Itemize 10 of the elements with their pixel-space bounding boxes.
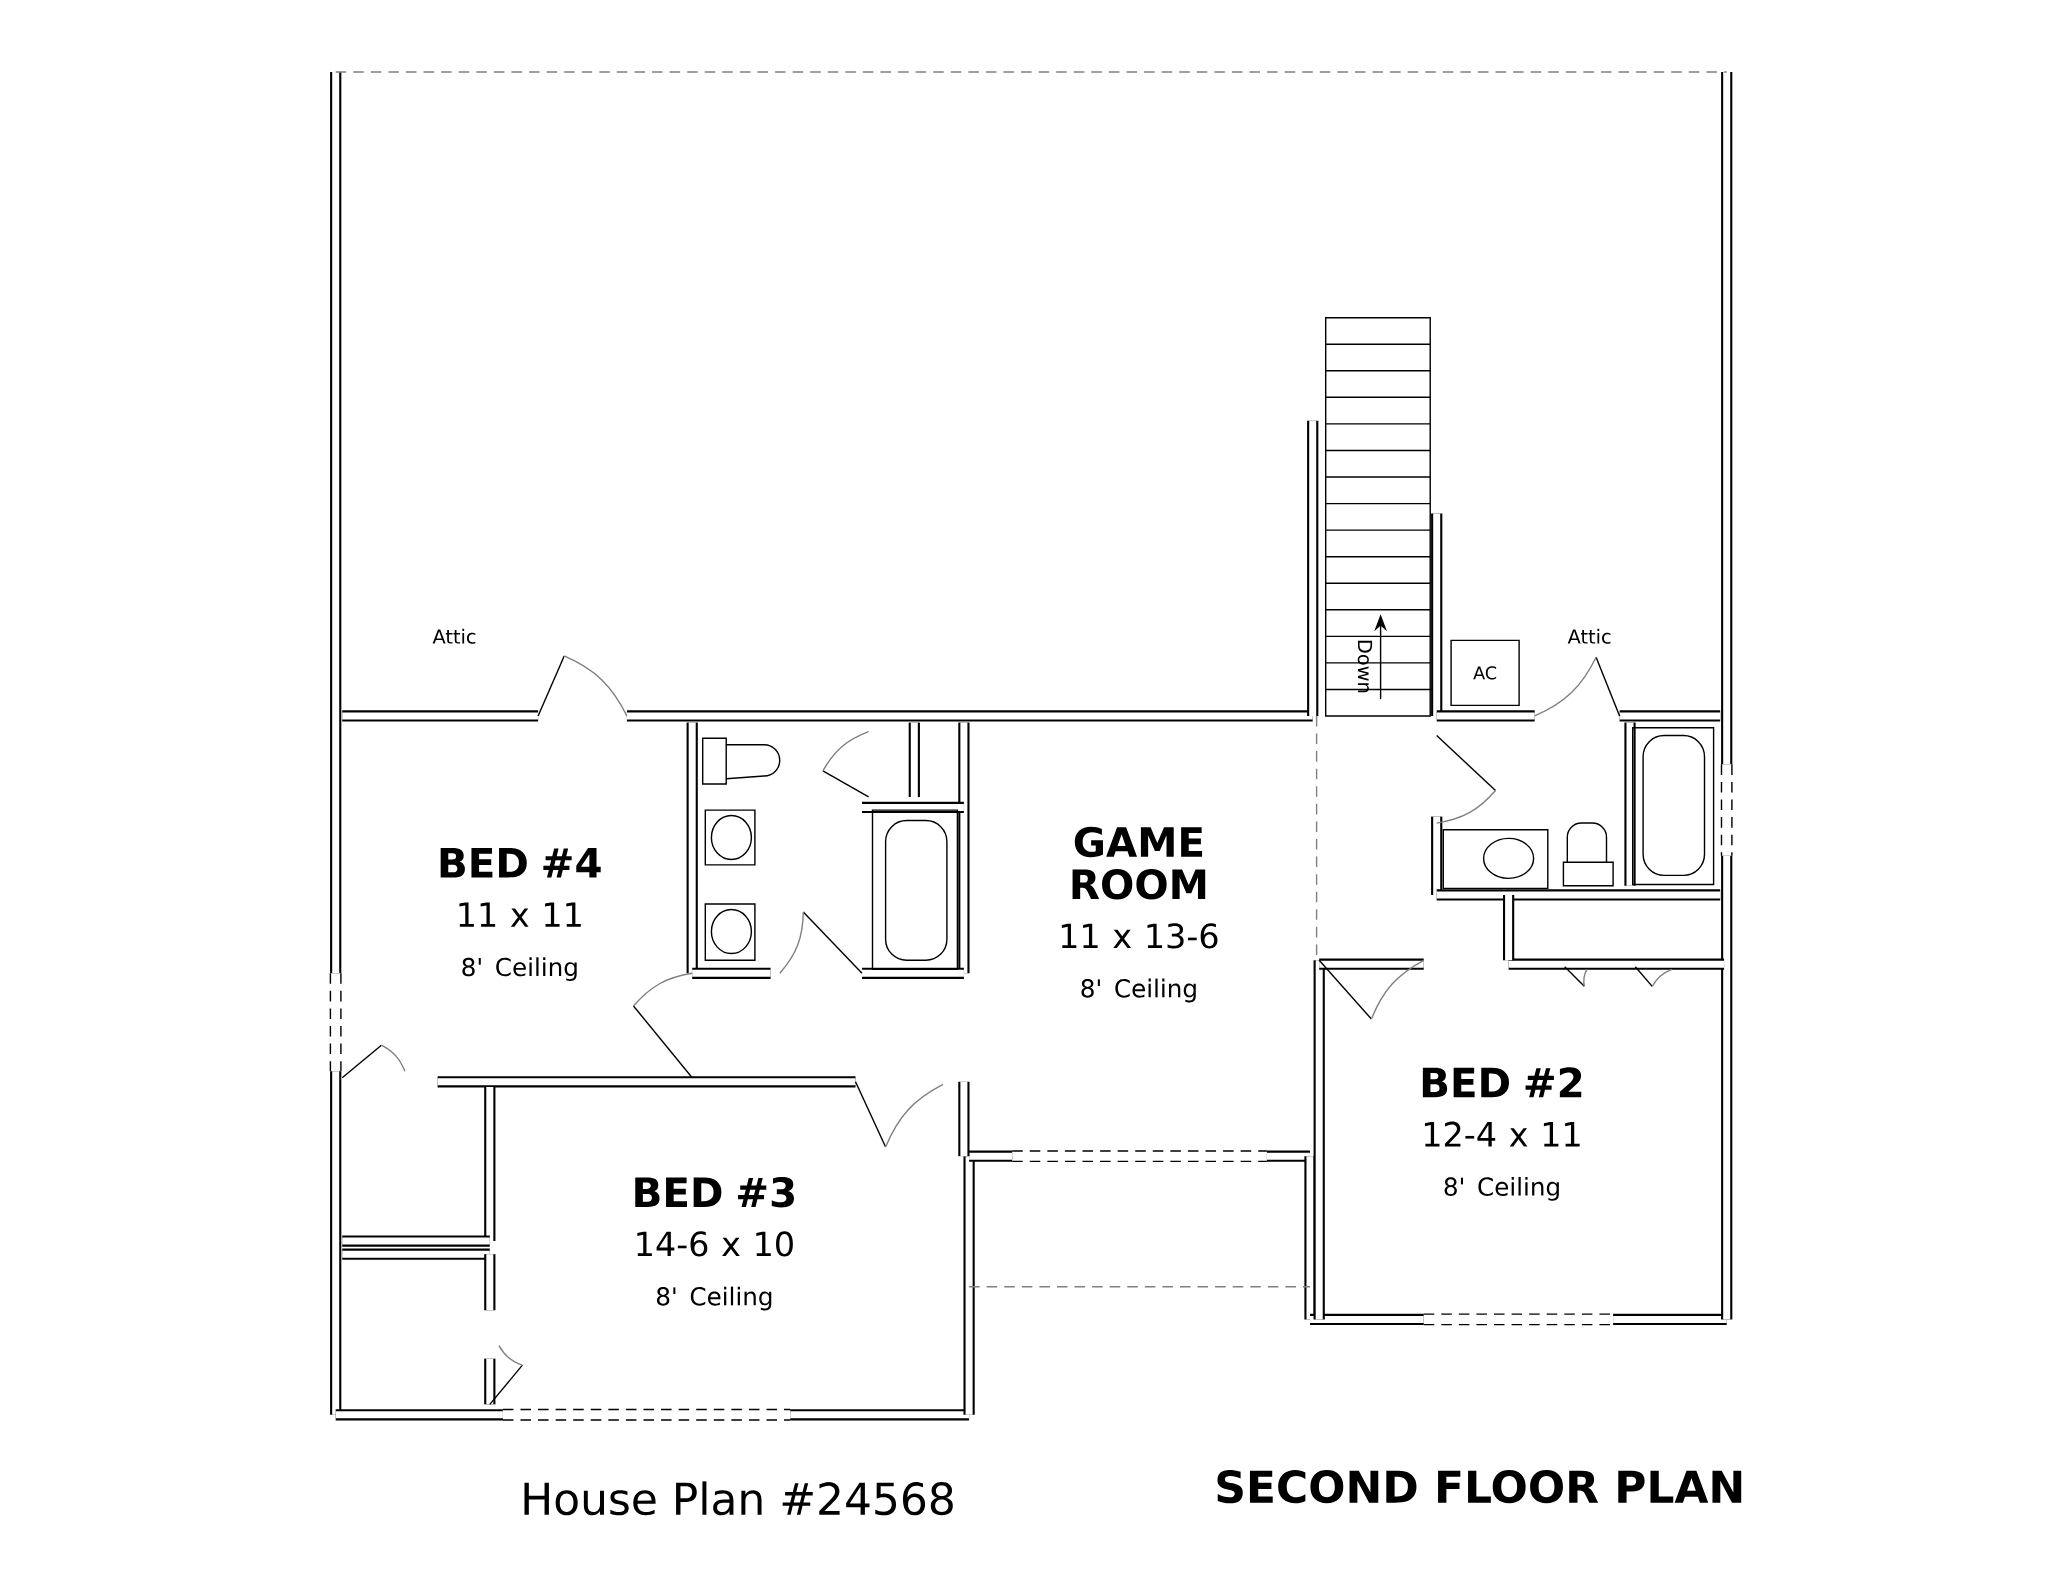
area-label: Attic: [1567, 628, 1611, 644]
room-label: GAME ROOM 11 x 13-6 8' Ceiling: [1061, 826, 1218, 1003]
area-label: Attic: [432, 628, 476, 644]
equipment-box: AC: [1450, 639, 1520, 707]
direction-label: Down: [1357, 640, 1373, 693]
plan-caption: House Plan #24568: [524, 1481, 953, 1516]
room-label: BED #4 11 x 11 8' Ceiling: [440, 848, 601, 982]
room-label: BED #3 14-6 x 10 8' Ceiling: [635, 1176, 794, 1311]
plan-title: SECOND FLOOR PLAN: [1217, 1470, 1742, 1504]
room-label: BED #2 12-4 x 11 8' Ceiling: [1422, 1067, 1582, 1201]
